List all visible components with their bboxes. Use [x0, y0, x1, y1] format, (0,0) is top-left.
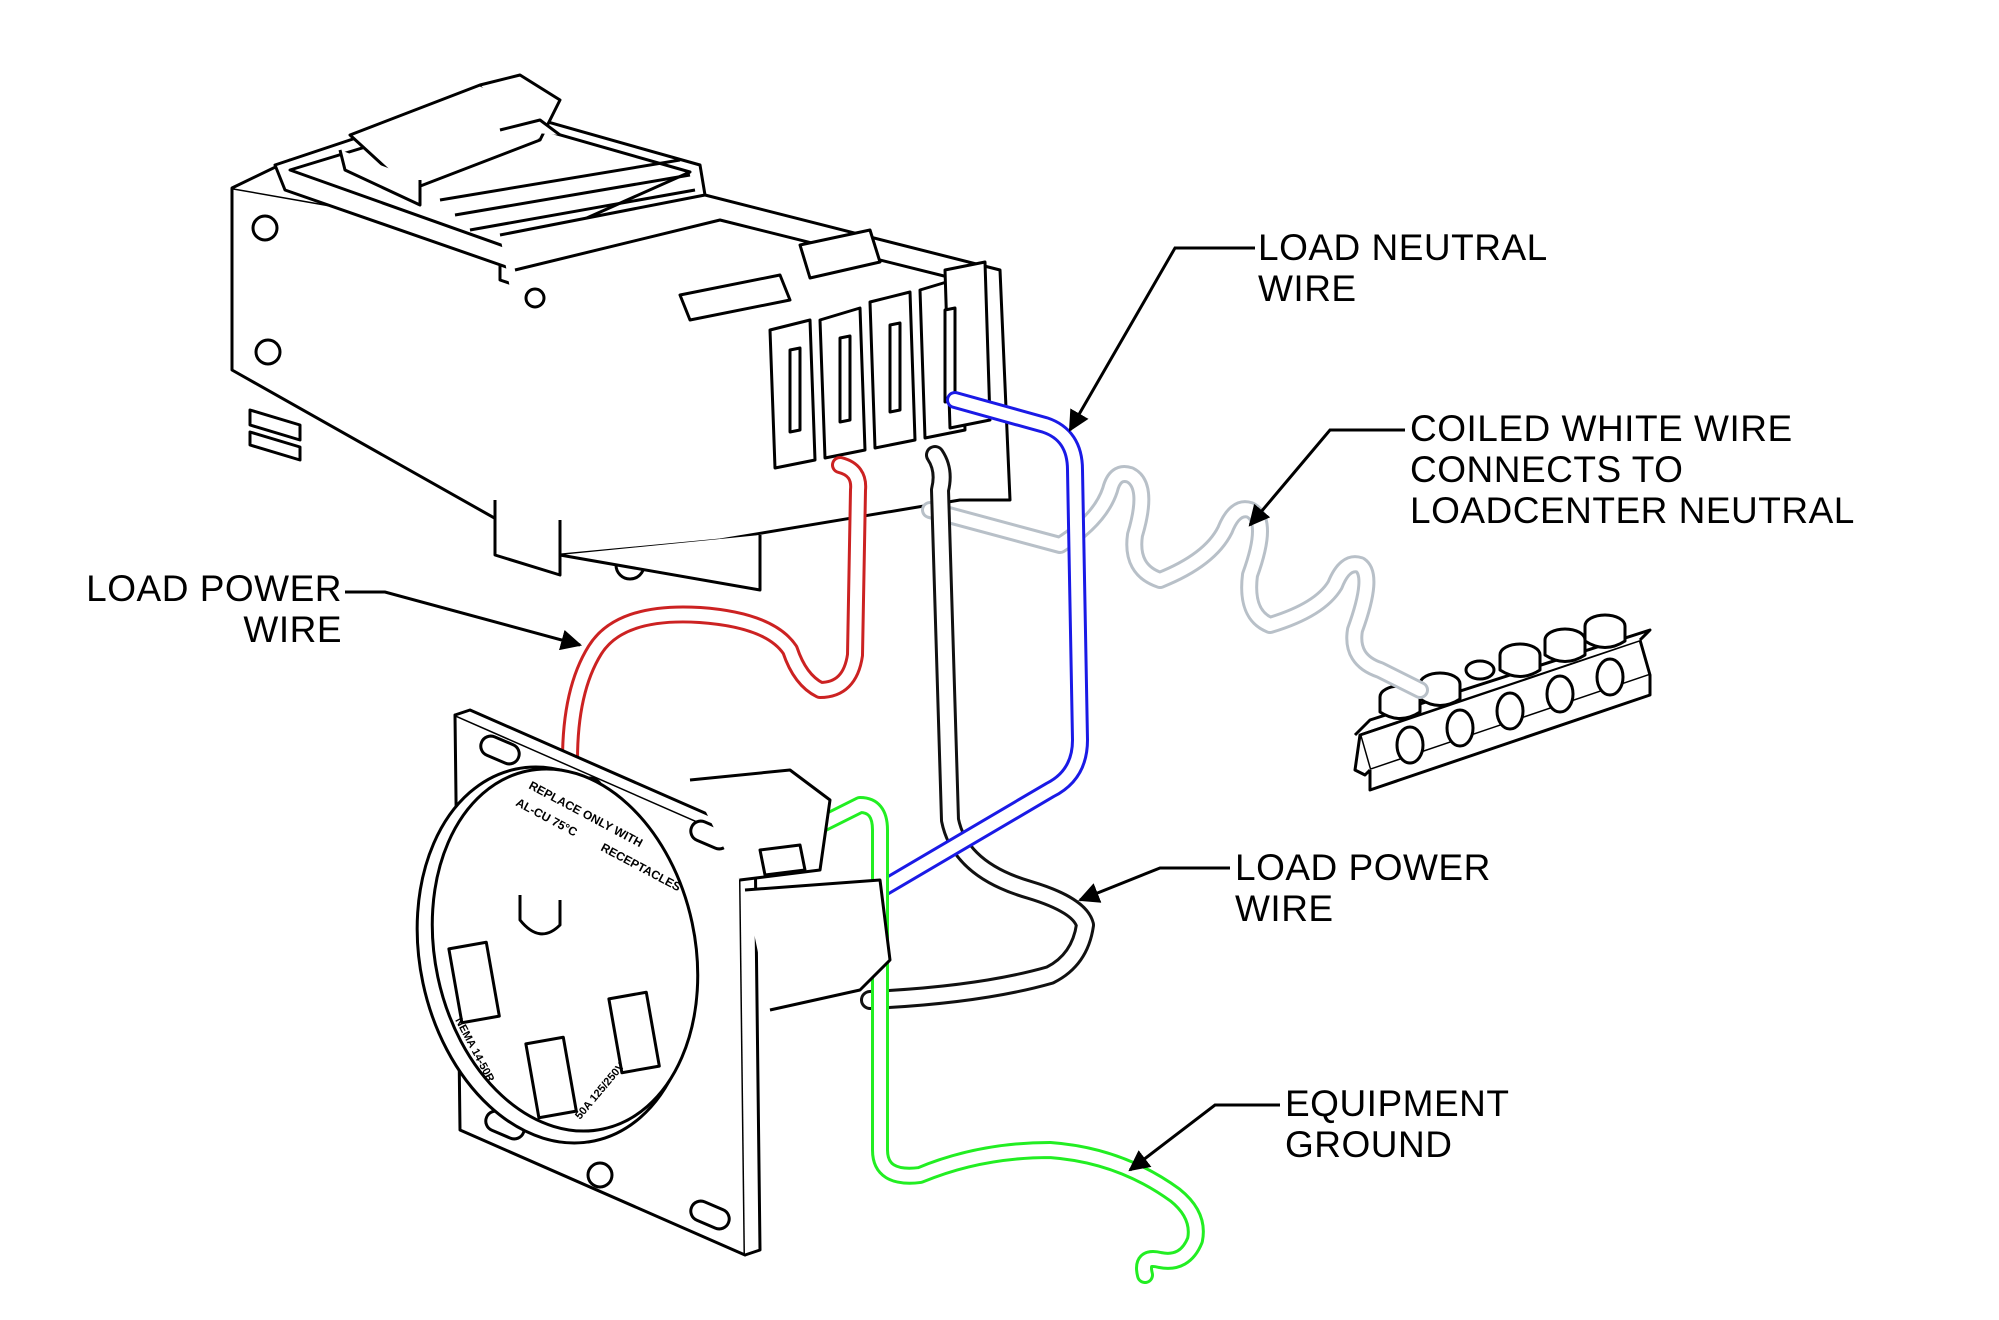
- callout-load-power-left-line1: LOAD POWER: [86, 568, 342, 609]
- coiled-white-wire: [921, 465, 1429, 699]
- load-power-wire-white: [860, 445, 1095, 1010]
- callout-load-neutral-line1: LOAD NEUTRAL: [1258, 227, 1548, 268]
- callout-coiled-white-line1: COILED WHITE WIRE: [1410, 408, 1793, 449]
- receptacle: [415, 708, 892, 1257]
- callout-load-neutral-wire: LOAD NEUTRAL WIRE: [1258, 227, 1548, 309]
- callout-coiled-white-line2: CONNECTS TO: [1410, 449, 1684, 490]
- load-power-wire-red: [561, 456, 868, 769]
- leader-load-neutral: [1068, 246, 1255, 432]
- callout-equipment-ground: EQUIPMENT GROUND: [1285, 1083, 1509, 1165]
- callout-equipment-ground-line2: GROUND: [1285, 1124, 1453, 1165]
- leader-load-power-left: [345, 590, 583, 651]
- callout-load-power-right-line2: WIRE: [1235, 888, 1334, 929]
- callout-coiled-white-wire: COILED WHITE WIRE CONNECTS TO LOADCENTER…: [1410, 408, 1855, 531]
- circuit-breaker: [230, 73, 1012, 592]
- callout-load-power-right-line1: LOAD POWER: [1235, 847, 1491, 888]
- callout-equipment-ground-line1: EQUIPMENT: [1285, 1083, 1510, 1124]
- leader-lines: [345, 246, 1405, 1172]
- callout-load-power-wire-left: LOAD POWER WIRE: [50, 568, 342, 650]
- neutral-bar: [1353, 613, 1652, 792]
- leader-load-power-right: [1078, 866, 1230, 903]
- callout-load-power-wire-right: LOAD POWER WIRE: [1235, 847, 1491, 929]
- leader-equipment-ground: [1128, 1103, 1280, 1172]
- callout-coiled-white-line3: LOADCENTER NEUTRAL: [1410, 490, 1855, 531]
- callout-load-power-left-line2: WIRE: [243, 609, 342, 650]
- callout-load-neutral-line2: WIRE: [1258, 268, 1357, 309]
- load-neutral-wire-blue: [871, 391, 1089, 899]
- leader-coiled-white: [1248, 428, 1405, 527]
- equipment-ground-wire-green: [811, 796, 1205, 1284]
